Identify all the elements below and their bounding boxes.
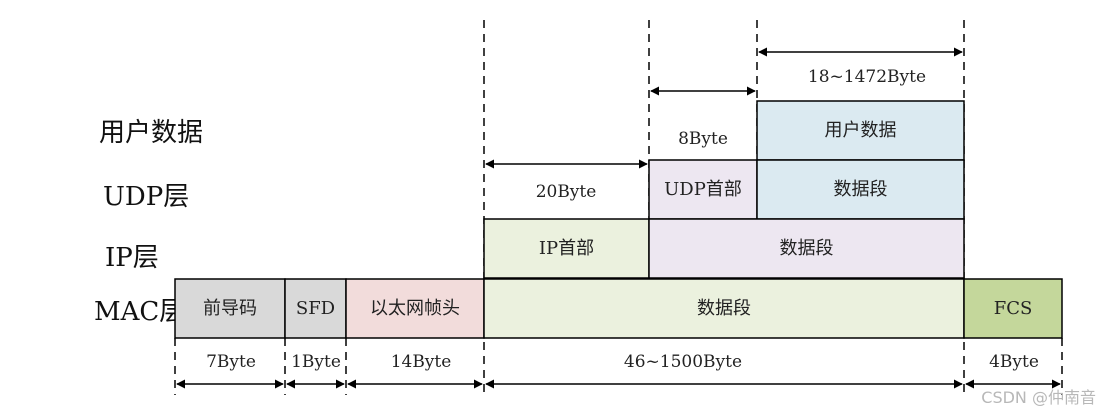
fcs-size-label: 4Byte (989, 352, 1039, 372)
fcs-label: FCS (994, 298, 1033, 319)
sfd-box (284, 278, 347, 339)
layer-label-user-data: 用户数据 (99, 118, 203, 148)
ip-header-size-label: 20Byte (536, 182, 597, 202)
sfd-size-label: 1Byte (291, 352, 341, 372)
ip-header-label: IP首部 (539, 238, 594, 259)
ip-data-box (648, 218, 965, 279)
udp-header-size-label: 8Byte (678, 129, 728, 149)
fcs-box (963, 278, 1063, 339)
user-data-size-label: 18~1472Byte (808, 67, 926, 87)
ethernet-header-box (345, 278, 485, 339)
preamble-box (174, 278, 286, 339)
layer-label-ip: IP层 (105, 243, 159, 273)
layer-label-mac: MAC层 (94, 297, 185, 327)
user-data-box-label: 用户数据 (825, 120, 897, 141)
mac-data-size-label: 46~1500Byte (624, 352, 742, 372)
preamble-size-label: 7Byte (206, 352, 256, 372)
ip-data-label: 数据段 (780, 238, 834, 259)
udp-header-label: UDP首部 (664, 179, 742, 200)
dimension-arrows (176, 47, 1061, 389)
ip-header-box (483, 218, 650, 279)
ethernet-header-size-label: 14Byte (391, 352, 452, 372)
udp-data-box (756, 159, 965, 220)
preamble-label: 前导码 (203, 298, 257, 319)
udp-data-label: 数据段 (834, 179, 888, 200)
layer-label-udp: UDP层 (103, 182, 189, 212)
ethernet-header-label: 以太网帧头 (370, 298, 460, 319)
mac-data-box (483, 278, 965, 339)
watermark: CSDN @仲南音 (981, 388, 1096, 407)
sfd-label: SFD (296, 298, 335, 319)
mac-data-label: 数据段 (697, 298, 751, 319)
